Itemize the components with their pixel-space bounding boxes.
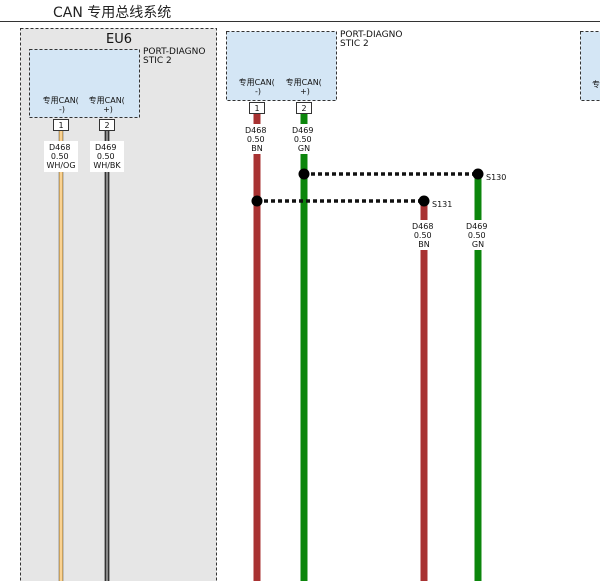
pin-box-diag-2: 2 [296, 102, 312, 114]
svg-text:2: 2 [104, 121, 109, 130]
svg-text:2: 2 [301, 104, 306, 113]
connector-eu6-label: PORT-DIAGNO STIC 2 [143, 47, 208, 66]
splice-label-s131: S131 [432, 200, 452, 209]
wire-label-s131-d468: D468 0.50 BN [410, 220, 439, 250]
svg-text:1: 1 [254, 104, 259, 113]
wire-label-eu6-d468: D468 0.50 WH/OG [44, 141, 78, 172]
splice-dot-s131 [418, 195, 430, 207]
connector-eu6-pin1-label: 专用CAN( -) [43, 95, 82, 114]
splice-dot-s130 [472, 168, 484, 180]
splice-label-s130: S130 [486, 173, 506, 182]
connector-eu6-box [29, 49, 140, 118]
svg-text:D469 0.50 GN: D469 0.50 GN [292, 126, 316, 153]
splice-dot-s131-left [251, 195, 263, 207]
svg-text:D468 0.50 BN: D468 0.50 BN [412, 222, 436, 249]
svg-text:D469 0.50 WH/BK: D469 0.50 WH/BK [93, 143, 121, 170]
svg-text:1: 1 [58, 121, 63, 130]
connector-eu6-pin2-label: 专用CAN( +) [89, 95, 128, 114]
connector-diag-pin2-label: 专用CAN( +) [286, 77, 325, 96]
wire-label-diag-d468: D468 0.50 BN [243, 124, 272, 154]
wire-label-eu6-d469: D469 0.50 WH/BK [90, 141, 124, 172]
connector-diag-box [226, 31, 337, 101]
connector-diag-label: PORT-DIAGNO STIC 2 [340, 30, 405, 49]
connector-diag-pin1-label: 专用CAN( -) [239, 77, 278, 96]
pin-box-eu6-1: 1 [53, 119, 69, 131]
pin-box-eu6-2: 2 [99, 119, 115, 131]
title-rule [0, 21, 600, 22]
module-eu6-title: EU6 [106, 32, 132, 47]
svg-text:D468 0.50 WH/OG: D468 0.50 WH/OG [46, 143, 75, 170]
svg-text:D469 0.50 GN: D469 0.50 GN [466, 222, 490, 249]
svg-text:D468 0.50 BN: D468 0.50 BN [245, 126, 269, 153]
splice-dot-s130-left [298, 168, 310, 180]
page-title: CAN 专用总线系统 [53, 5, 172, 21]
connector-right-box [580, 31, 600, 101]
connector-right-pin-label: 专 [592, 79, 600, 89]
wire-label-s130-d469: D469 0.50 GN [464, 220, 493, 250]
pin-box-diag-1: 1 [249, 102, 265, 114]
wire-label-diag-d469: D469 0.50 GN [290, 124, 319, 154]
